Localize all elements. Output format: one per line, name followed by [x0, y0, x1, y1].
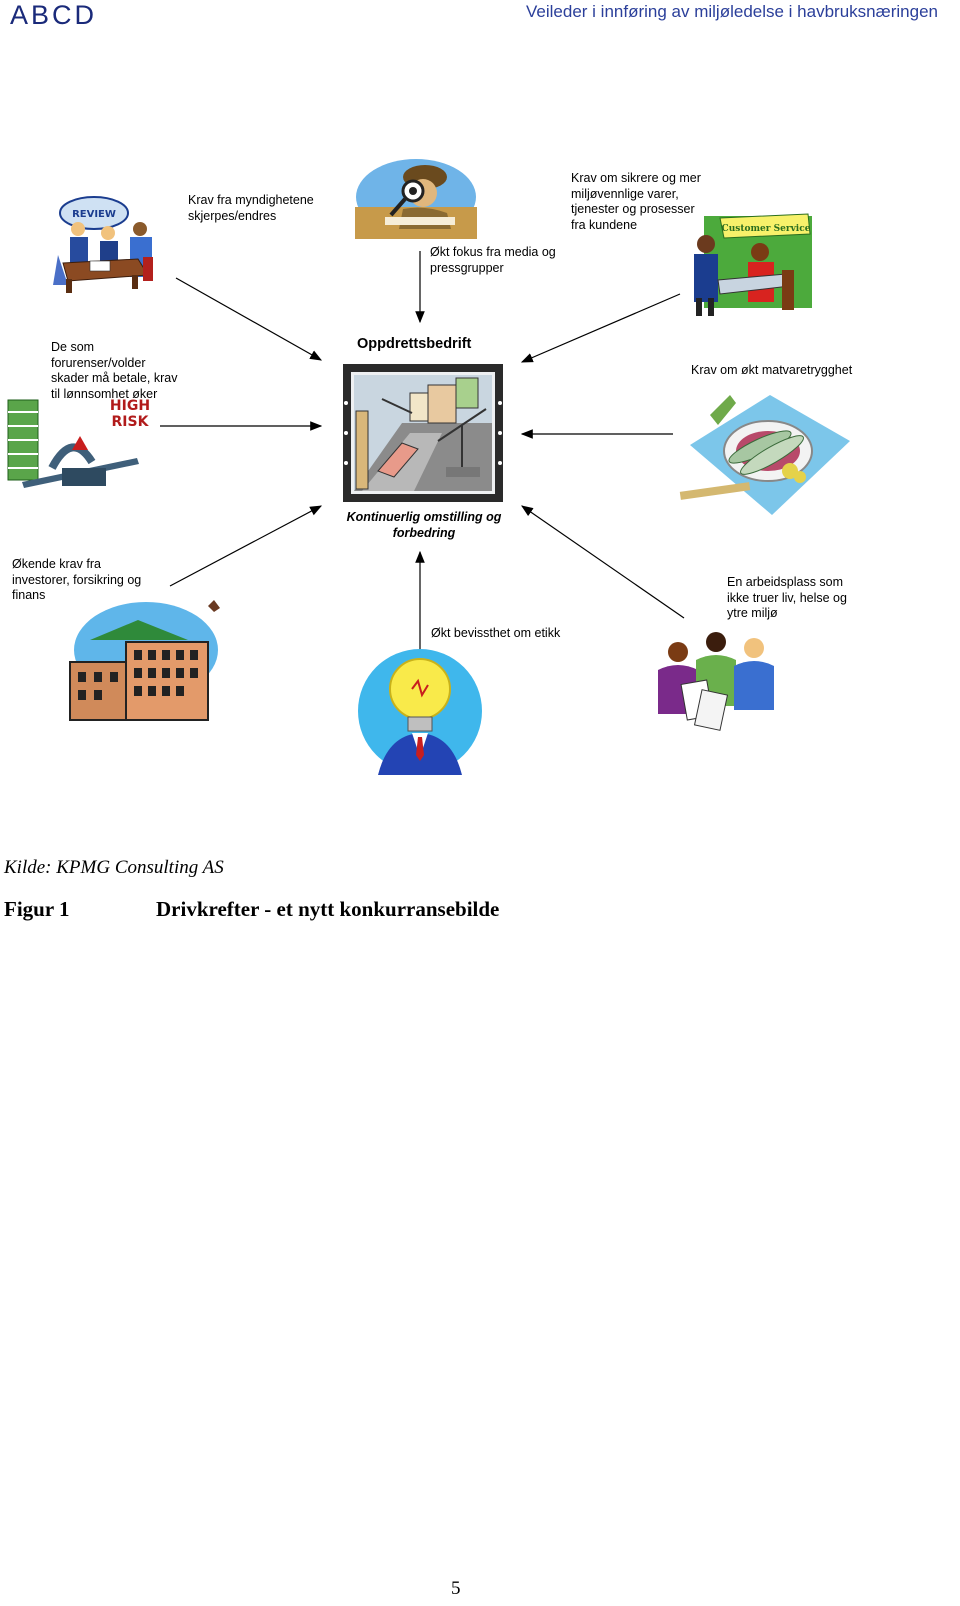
figure-title: Drivkrefter - et nytt konkurransebilde [156, 897, 500, 921]
label-workplace: En arbeidsplass som ikke truer liv, hels… [727, 575, 847, 620]
customer-service-clipart: Customer Service [694, 213, 812, 316]
label-media: Økt fokus fra media og pressgrupper [430, 245, 556, 275]
figure-source: Kilde: KPMG Consulting AS [4, 857, 224, 878]
header-title: Veileder i innføring av miljøledelse i h… [526, 2, 938, 21]
detective-magnifier-clipart [355, 159, 477, 239]
label-ethics: Økt bevissthet om etikk [431, 626, 561, 640]
city-frame-illustration [343, 364, 503, 502]
lightbulb-head-clipart [358, 649, 482, 775]
review-sign-text: REVIEW [72, 209, 116, 220]
label-polluters: De som forurenser/volder skader må betal… [51, 340, 178, 401]
review-meeting-clipart: REVIEW [53, 196, 153, 293]
high-risk-text-1: HIGH [110, 398, 150, 414]
high-risk-text-2: RISK [112, 414, 150, 430]
document-logo: ABCD [10, 0, 98, 30]
center-node-title: Oppdrettsbedrift [357, 336, 472, 352]
label-food-safety: Krav om økt matvaretrygghet [691, 363, 853, 377]
center-node-subtitle: Kontinuerlig omstilling og forbedring [346, 510, 502, 540]
figure-number: Figur 1 [4, 897, 70, 921]
fish-plate-clipart [679, 395, 850, 515]
customer-service-sign-text: Customer Service [722, 224, 811, 234]
page-number: 5 [451, 1578, 461, 1599]
label-authorities: Krav fra myndighetene skjerpes/endres [188, 193, 314, 223]
high-risk-scale-clipart: HIGH RISK [7, 398, 150, 488]
diagram-arrows [160, 251, 685, 654]
label-customers: Krav om sikrere og mer miljøvennlige var… [571, 171, 701, 232]
bank-building-clipart [69, 600, 220, 721]
label-investors: Økende krav fra investorer, forsikring o… [12, 557, 142, 602]
team-documents-clipart [658, 632, 774, 731]
